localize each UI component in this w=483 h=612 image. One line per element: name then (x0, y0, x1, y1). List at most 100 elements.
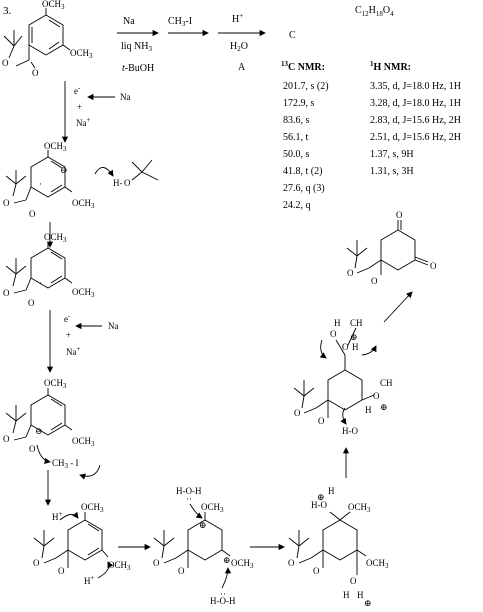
c13-peak: 41.8, t (2) (283, 166, 322, 177)
svg-text:O: O (288, 558, 295, 568)
water-top: H-O-H (176, 486, 202, 496)
svg-text:O: O (318, 416, 325, 426)
c13-peak: 56.1, t (283, 132, 309, 143)
svg-text:··: ·· (186, 494, 192, 504)
h1-peak: 3.28, d, J=18.0 Hz, 1H (370, 98, 461, 109)
methyl-iodide: CH3 - I (52, 458, 79, 470)
svg-text:O: O (32, 68, 39, 78)
reagent-h-plus: H+ (232, 12, 243, 25)
svg-text:⊕: ⊕ (350, 332, 358, 342)
h1-peak: 1.37, s, 9H (370, 149, 414, 160)
reagent-liq-nh3: liq NH3 (121, 41, 153, 53)
svg-text:O: O (3, 288, 10, 298)
product-c: C (289, 30, 296, 41)
electron-label: e- (74, 84, 81, 96)
svg-text:⊕: ⊕ (380, 402, 388, 412)
svg-text:OCH3: OCH3 (44, 232, 67, 244)
svg-text:OCH3: OCH3 (366, 558, 389, 570)
svg-text:O: O (33, 558, 40, 568)
svg-text:··: ·· (220, 589, 226, 599)
hemiketal-intermediate: O ⊕ H CH O H O CH ⊕ H H-O O O (293, 318, 393, 436)
svg-text:⊕: ⊕ (199, 520, 207, 530)
na-plus-label-2: Na+ (66, 345, 81, 357)
h1-peak: 3.35, d, J=18.0 Hz, 1H (370, 81, 461, 92)
svg-text:OCH3: OCH3 (108, 560, 131, 572)
svg-text:·: · (39, 179, 42, 189)
electron-label-2: e- (64, 312, 71, 324)
methylated-diene: OCH3 OCH3 O O (33, 502, 131, 576)
h-plus-bottom: H+ (84, 574, 95, 586)
c13-peak: 24.2, q (283, 200, 311, 211)
na-plus-label: Na+ (76, 116, 91, 128)
svg-text:⊕: ⊕ (317, 492, 325, 502)
radical-anion: OCH3 OCH3 ⊖ · O O (3, 141, 95, 219)
svg-text:⊕: ⊕ (364, 598, 372, 608)
svg-text:H-O: H-O (311, 500, 327, 510)
svg-text:OCH3: OCH3 (81, 502, 104, 514)
c13-nmr-block: 13C NMR: 201.7, s (2) 172.9, s 83.6, s 5… (281, 60, 329, 211)
enolate: OCH3 OCH3 ⊖ O O (3, 378, 95, 454)
h1-nmr-title: 1H NMR: (370, 60, 411, 73)
reagent-ch3i: CH3-I (168, 16, 192, 28)
svg-text:O: O (350, 576, 357, 586)
svg-text:CH: CH (350, 318, 363, 328)
h1-peak: 1.31, s, 3H (370, 166, 414, 177)
svg-text:H-: H- (113, 178, 123, 188)
svg-text:H: H (352, 342, 359, 352)
c13-peak: 201.7, s (2) (283, 81, 329, 92)
svg-text:H: H (343, 590, 350, 600)
svg-text:O: O (29, 209, 36, 219)
na-label-2: Na (108, 321, 119, 331)
svg-text:O: O (3, 198, 10, 208)
reagent-na: Na (123, 16, 135, 27)
svg-text:OCH3: OCH3 (44, 378, 67, 390)
svg-text:H-O: H-O (342, 426, 358, 436)
svg-text:⊖: ⊖ (60, 165, 68, 175)
oxocarbenium: OCH3 ⊕ OCH3 ⊕ O O (153, 502, 254, 576)
svg-text:CH: CH (380, 378, 393, 388)
svg-text:H: H (365, 405, 372, 415)
water-bottom: H-O-H (210, 596, 236, 606)
svg-text:H: H (328, 486, 335, 496)
svg-text:O: O (153, 558, 160, 568)
c13-peak: 172.9, s (283, 98, 315, 109)
h1-peak: 2.83, d, J=15.6 Hz, 2H (370, 115, 461, 126)
svg-text:H: H (357, 590, 364, 600)
problem-number: 3. (3, 5, 12, 17)
tbutanol: H- O (113, 159, 159, 188)
svg-text:O: O (28, 298, 35, 308)
svg-text:O: O (294, 408, 301, 418)
svg-text:OCH3: OCH3 (231, 558, 254, 570)
oxonium-adduct: OCH3 ⊕ H-O H OCH3 O H H ⊕ O O (288, 486, 389, 608)
svg-text:OCH3: OCH3 (348, 502, 371, 514)
svg-text:OCH3: OCH3 (72, 436, 95, 448)
c13-peak: 27.6, q (3) (283, 183, 325, 194)
formula: C12H18O4 (355, 5, 394, 18)
svg-text:O: O (430, 261, 437, 271)
reagent-tbuoh: t-BuOH (122, 63, 154, 74)
svg-text:⊖: ⊖ (35, 426, 43, 436)
svg-text:·: · (39, 278, 42, 288)
radical: OCH3 OCH3 · O O (3, 232, 95, 308)
na-label: Na (120, 92, 131, 102)
svg-text:O: O (347, 268, 354, 278)
svg-text:H: H (334, 318, 341, 328)
h1-nmr-block: 1H NMR: 3.35, d, J=18.0 Hz, 1H 3.28, d, … (370, 60, 461, 177)
svg-text:⊕: ⊕ (223, 555, 231, 565)
c13-nmr-title: 13C NMR: (281, 60, 325, 73)
svg-text:OCH3: OCH3 (201, 502, 224, 514)
c13-peak: 50.0, s (283, 149, 310, 160)
svg-text:OCH3: OCH3 (44, 141, 67, 153)
h-plus-top: H+ (52, 510, 63, 522)
h1-peak: 2.51, d, J=15.6 Hz, 2H (370, 132, 461, 143)
svg-text:O: O (371, 276, 378, 286)
svg-text:O: O (124, 178, 131, 188)
plus-label-2: + (66, 330, 71, 340)
svg-text:OCH3: OCH3 (70, 48, 93, 60)
plus-label: + (77, 102, 82, 112)
svg-text:O: O (330, 329, 337, 339)
reagent-h2o: H2O (230, 41, 248, 53)
svg-text:O: O (342, 342, 349, 352)
product-structure: O O O O (346, 210, 437, 286)
